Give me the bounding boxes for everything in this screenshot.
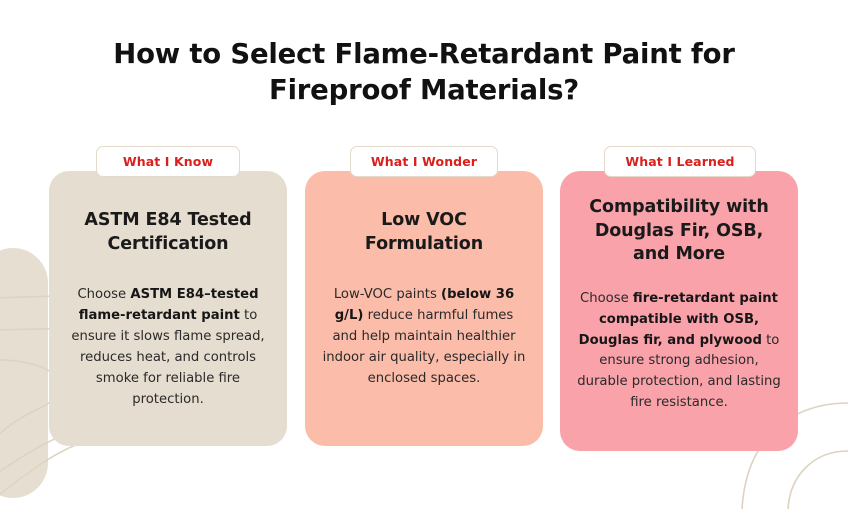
decorative-left-blob xyxy=(0,248,48,498)
page-title-line-1: How to Select Flame-Retardant Paint for xyxy=(113,38,735,70)
badge-what-i-know: What I Know xyxy=(96,146,240,177)
card-body: Choose ASTM E84–tested flame-retardant p… xyxy=(71,287,265,407)
card-what-i-learned: Compatibility with Douglas Fir, OSB, and… xyxy=(560,171,798,451)
card-body: Low-VOC paints (below 36 g/L) reduce har… xyxy=(322,287,526,386)
page-title-line-2: Fireproof Materials? xyxy=(268,74,579,107)
card-heading: Compatibility with Douglas Fir, OSB, and… xyxy=(589,197,769,265)
card-what-i-know: ASTM E84 Tested Certification Choose AST… xyxy=(49,171,287,446)
page-title: How to Select Flame-Retardant Paint for … xyxy=(94,36,754,109)
badge-what-i-wonder: What I Wonder xyxy=(350,146,498,177)
card-body: Choose fire-retardant paint compatible w… xyxy=(577,290,781,411)
card-heading: ASTM E84 Tested Certification xyxy=(84,210,252,254)
card-what-i-wonder: Low VOC Formulation Low-VOC paints (belo… xyxy=(305,171,543,446)
badge-what-i-learned: What I Learned xyxy=(604,146,756,177)
card-heading: Low VOC Formulation xyxy=(364,210,484,254)
